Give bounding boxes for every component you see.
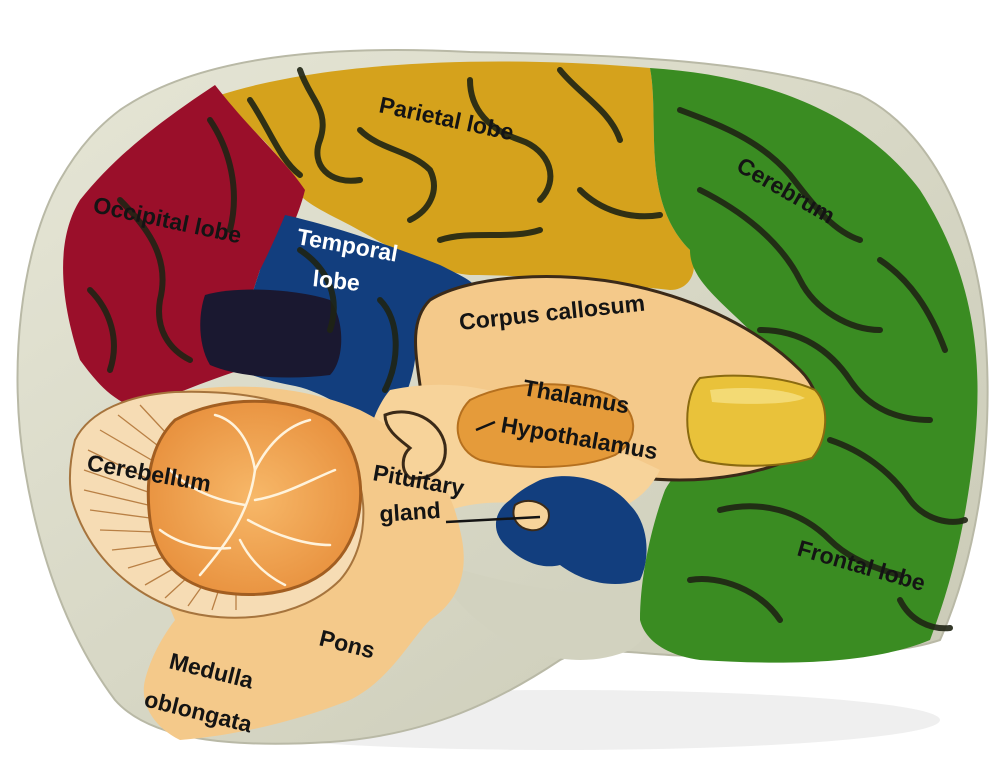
frontal-lobe-region [640,68,978,663]
ventricle-peg-highlight [710,387,805,404]
cortical-sulci [87,67,968,632]
parietal-lobe-region [220,61,694,290]
pituitary-gland [512,499,550,532]
model-base-lower [430,560,650,660]
pituitary-leader-line [445,515,541,524]
occipital-lobe-region [63,85,305,410]
thalamus-region [456,383,635,468]
label-temporal-lobe-line2: lobe [311,265,361,296]
model-socket [200,289,342,378]
hypothalamus-leader-line [475,420,496,432]
cerebellum-arbor-vitae [158,413,337,587]
pituitary-stalk [383,410,447,480]
cerebellum-region [146,399,363,597]
label-pituitary-line2: gland [379,497,442,527]
